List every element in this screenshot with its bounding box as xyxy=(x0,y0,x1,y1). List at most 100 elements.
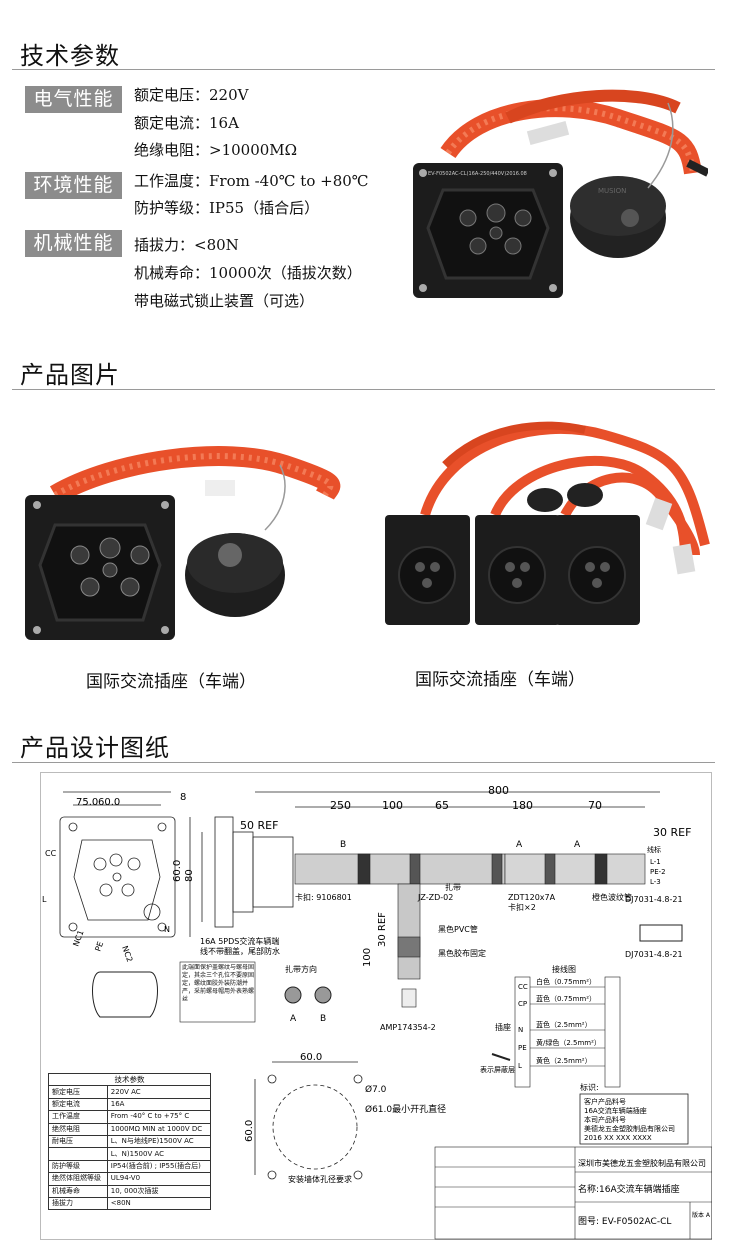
spec-mech-life: 机械寿命：10000次（插拔次数） xyxy=(134,264,362,282)
label-tie: 扎带 xyxy=(445,882,461,892)
dim-len-65: 65 xyxy=(435,799,449,812)
label-corrugated: 橙色波纹管 xyxy=(592,892,632,902)
dim-mount-width: 60.0 xyxy=(300,1052,322,1063)
section-divider xyxy=(12,389,715,390)
design-drawing: 75.0 60.0 8 60.0 80 CC L NC1 PE NC2 N 80… xyxy=(40,772,712,1240)
dim-mount-height: 60.0 xyxy=(244,1120,255,1142)
table-cell: 绝然电阻 xyxy=(48,1122,108,1136)
dim-phi-7: Ø7.0 xyxy=(365,1084,387,1095)
table-row: 插拔力<80N xyxy=(48,1196,212,1211)
section-mark-a2: A xyxy=(574,840,581,850)
wire-pin-l: L xyxy=(518,1062,522,1070)
table-cell: 额定电压 xyxy=(48,1085,108,1099)
wire-color-l: 黄色（2.5mm²） xyxy=(536,1056,592,1065)
wire-pin-cc: CC xyxy=(518,983,528,991)
label-wiring: 接线图 xyxy=(552,964,576,974)
pin-nc1-label: NC1 xyxy=(71,929,85,948)
section-mark-a1: A xyxy=(516,840,523,850)
note-socket: 16A 5PDS交流车辆端 xyxy=(200,936,279,946)
wire-pin-cp: CP xyxy=(518,1000,527,1008)
table-cell: 220V AC xyxy=(106,1085,212,1099)
table-cell: 插拔力 xyxy=(48,1196,108,1211)
tag-electrical: 电气性能 xyxy=(25,86,122,113)
section-divider xyxy=(12,69,715,70)
dim-len-250: 250 xyxy=(330,799,351,812)
wire-color-cc: 白色（0.75mm²） xyxy=(536,977,596,986)
note-socket-2: 线不带翻盖，尾部防水 xyxy=(200,946,280,956)
section-mark-b1: B xyxy=(340,840,346,850)
label-pe2: PE-2 xyxy=(650,868,666,876)
titleblock-name: 名称:16A交流车辆端插座 xyxy=(578,1183,680,1195)
dim-ref-50: 50 REF xyxy=(240,819,278,832)
product-photo-group xyxy=(385,421,710,625)
titleblock-company: 深圳市美德龙五金塑胶制品有限公司 xyxy=(578,1158,706,1168)
label-dj-top: DJ7031-4.8-21 xyxy=(625,895,683,904)
table-cell: 工作温度 xyxy=(48,1110,108,1124)
wire-color-n: 蓝色（2.5mm²） xyxy=(536,1020,592,1029)
dim-height-60: 60.0 xyxy=(172,860,183,882)
table-cell: 绝然体阻燃等级 xyxy=(48,1172,108,1186)
table-cell: 10, 000次插拔 xyxy=(106,1184,212,1198)
label-clip2: 卡扣×2 xyxy=(508,902,536,912)
label-wire-id: 线标 xyxy=(647,845,661,854)
dim-len-70: 70 xyxy=(588,799,602,812)
marking-line-3: 本司产品料号 xyxy=(584,1115,626,1124)
marking-line-4: 美德龙五金塑胶制品有限公司 xyxy=(584,1124,675,1133)
dim-ref-30: 30 REF xyxy=(653,826,691,839)
label-amp: AMP174354-2 xyxy=(380,1023,436,1032)
label-tape: 黑色胶布固定 xyxy=(438,948,486,958)
dim-hole-8: 8 xyxy=(180,792,186,803)
spec-rated-current: 额定电流：16A xyxy=(134,114,239,132)
wire-pin-pe: PE xyxy=(518,1044,527,1052)
marking-line-1: 客户产品料号 xyxy=(584,1097,626,1106)
section-title-specs: 技术参数 xyxy=(20,42,120,70)
marking-line-5: 2016 XX XXX XXXX xyxy=(584,1134,652,1142)
cap-brand: MUSION xyxy=(598,187,626,195)
photo-caption-1: 国际交流插座（车端） xyxy=(86,672,256,692)
pin-n-label: N xyxy=(164,925,170,934)
dim-length-800: 800 xyxy=(488,784,509,797)
section-divider xyxy=(12,762,715,763)
dim-ref-30-vertical: 30 REF xyxy=(377,912,388,947)
table-row: L、N)1500V AC xyxy=(48,1147,212,1161)
titleblock-part: 图号: EV-F0502AC-CL xyxy=(578,1216,671,1227)
spec-rated-voltage: 额定电压：220V xyxy=(134,86,249,104)
section-title-photos: 产品图片 xyxy=(20,361,120,389)
wire-color-pe: 黄/绿色（2.5mm²） xyxy=(536,1038,601,1047)
dim-len-180: 180 xyxy=(512,799,533,812)
wire-pin-n: N xyxy=(518,1026,523,1034)
view-b: B xyxy=(320,1014,326,1024)
label-zdt: ZDT120x7A xyxy=(508,893,556,902)
label-l3: L-3 xyxy=(650,878,661,886)
marking-title: 标识: xyxy=(580,1082,599,1092)
pin-nc2-label: NC2 xyxy=(120,945,134,964)
product-photo-single xyxy=(25,446,341,640)
pin-cc-label: CC xyxy=(45,849,57,858)
label-plug: 插座 xyxy=(495,1022,511,1032)
table-cell: 防护等级 xyxy=(48,1159,108,1174)
dim-width-75: 75.0 xyxy=(76,797,98,808)
label-jz: JZ-ZD-02 xyxy=(417,893,453,902)
table-cell: IP54(插合前) ; IP55(插合后) xyxy=(106,1159,212,1174)
wire-list: CC CP N PE L 白色（0.75mm²） 蓝色（0.75mm²） 蓝色（… xyxy=(514,976,621,1088)
label-shield: 表示屏蔽层 xyxy=(480,1065,515,1074)
table-cell: L、N)1500V AC xyxy=(106,1147,212,1161)
table-cell: 额定电流 xyxy=(48,1097,108,1112)
dim-width-60: 60.0 xyxy=(98,797,120,808)
table-cell: From -40° C to +75° C xyxy=(106,1110,212,1124)
table-cell: 耐电压 xyxy=(48,1134,108,1149)
spec-insulation: 绝缘电阻：>10000MΩ xyxy=(134,141,298,159)
dim-phi-61: Ø61.0最小开孔直径 xyxy=(365,1103,446,1115)
dim-vertical-100: 100 xyxy=(362,948,373,967)
table-cell: 机械寿命 xyxy=(48,1184,108,1198)
titleblock-rev: 版本 A xyxy=(692,1211,711,1219)
dim-height-80: 80 xyxy=(184,869,195,882)
pin-pe-label: PE xyxy=(93,940,105,952)
tag-environment: 环境性能 xyxy=(25,172,122,199)
